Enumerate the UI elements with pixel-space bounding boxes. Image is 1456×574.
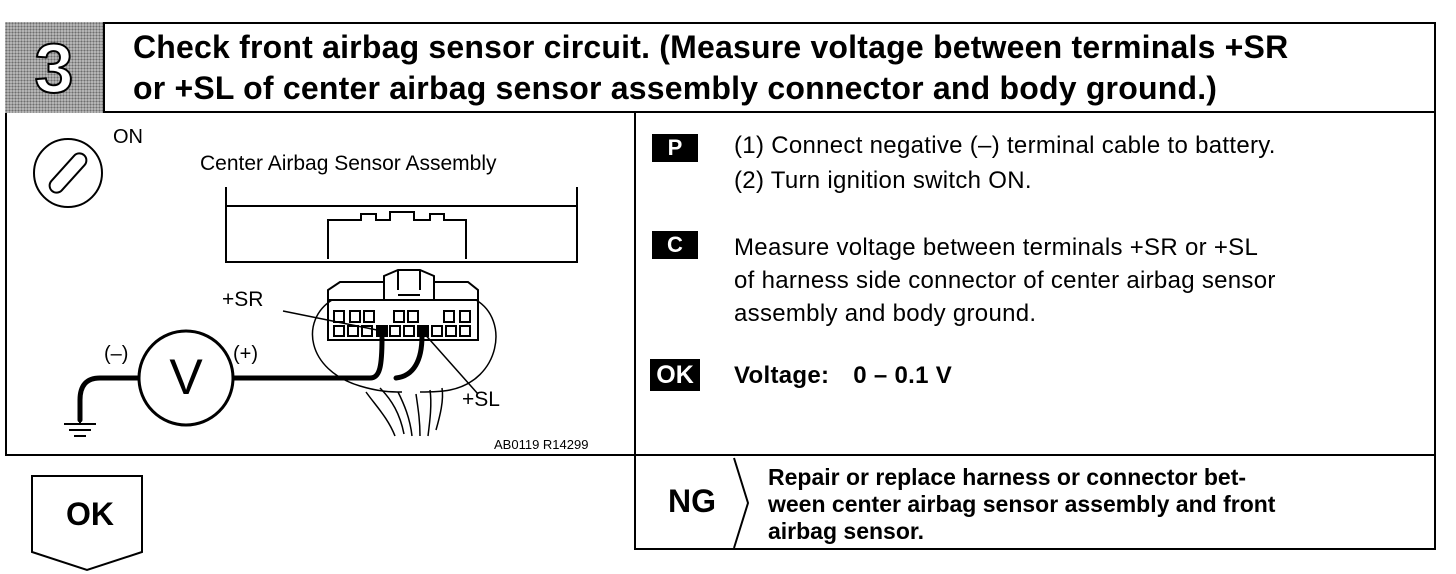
center-airbag-sensor-assembly bbox=[225, 187, 578, 263]
check-instruction-line2: of harness side connector of center airb… bbox=[734, 267, 1276, 294]
prepare-step-1: (1) Connect negative (–) terminal cable … bbox=[734, 132, 1276, 159]
terminal-sr-label: +SR bbox=[222, 288, 264, 311]
check-instruction-line3: assembly and body ground. bbox=[734, 300, 1037, 327]
check-instruction: Measure voltage between terminals +SR or… bbox=[734, 231, 1416, 330]
prepare-step-2: (2) Turn ignition switch ON. bbox=[734, 167, 1032, 194]
wiring-diagram bbox=[33, 138, 578, 437]
meter-positive-label: (+) bbox=[233, 343, 258, 365]
step-title-line2: or +SL of center airbag sensor assembly … bbox=[133, 70, 1218, 106]
ground-icon bbox=[64, 416, 96, 437]
voltage-spec: Voltage: 0 – 0.1 V bbox=[734, 362, 952, 390]
step-body bbox=[5, 113, 1436, 456]
column-divider bbox=[634, 113, 636, 456]
check-instruction-line1: Measure voltage between terminals +SR or… bbox=[734, 234, 1259, 261]
ng-action-line2: ween center airbag sensor assembly and f… bbox=[768, 491, 1276, 517]
ignition-key-icon bbox=[33, 138, 103, 208]
step-number-box: 3 bbox=[5, 22, 105, 113]
ng-result-box bbox=[634, 456, 1436, 550]
ng-action-line3: airbag sensor. bbox=[768, 518, 924, 544]
ng-action-text: Repair or replace harness or connector b… bbox=[768, 464, 1398, 545]
ok-arrow-icon bbox=[31, 475, 143, 572]
voltmeter-icon bbox=[137, 329, 235, 427]
voltmeter-symbol: V bbox=[169, 349, 203, 405]
step-title-line1: Check front airbag sensor circuit. (Meas… bbox=[133, 29, 1289, 65]
figure-reference-code: AB0119 R14299 bbox=[494, 437, 589, 452]
test-leads bbox=[77, 333, 425, 423]
ng-label: NG bbox=[668, 483, 716, 519]
prepare-tag: P bbox=[652, 134, 698, 162]
check-tag: C bbox=[652, 231, 698, 259]
voltage-spec-value: 0 – 0.1 V bbox=[853, 362, 953, 389]
ng-chevron-icon bbox=[733, 457, 750, 549]
ng-action-line1: Repair or replace harness or connector b… bbox=[768, 464, 1247, 490]
ignition-on-label: ON bbox=[113, 126, 143, 148]
ok-result-label: OK bbox=[66, 496, 114, 532]
terminal-sl-label: +SL bbox=[462, 388, 500, 411]
meter-negative-label: (–) bbox=[104, 343, 129, 365]
step-number: 3 bbox=[34, 28, 75, 108]
assembly-label: Center Airbag Sensor Assembly bbox=[200, 152, 497, 175]
ok-spec-tag: OK bbox=[650, 359, 700, 391]
connector-icon bbox=[327, 269, 479, 341]
voltage-spec-label: Voltage: bbox=[734, 362, 830, 389]
sl-leader-line bbox=[421, 330, 479, 395]
sr-leader-line bbox=[282, 310, 383, 332]
